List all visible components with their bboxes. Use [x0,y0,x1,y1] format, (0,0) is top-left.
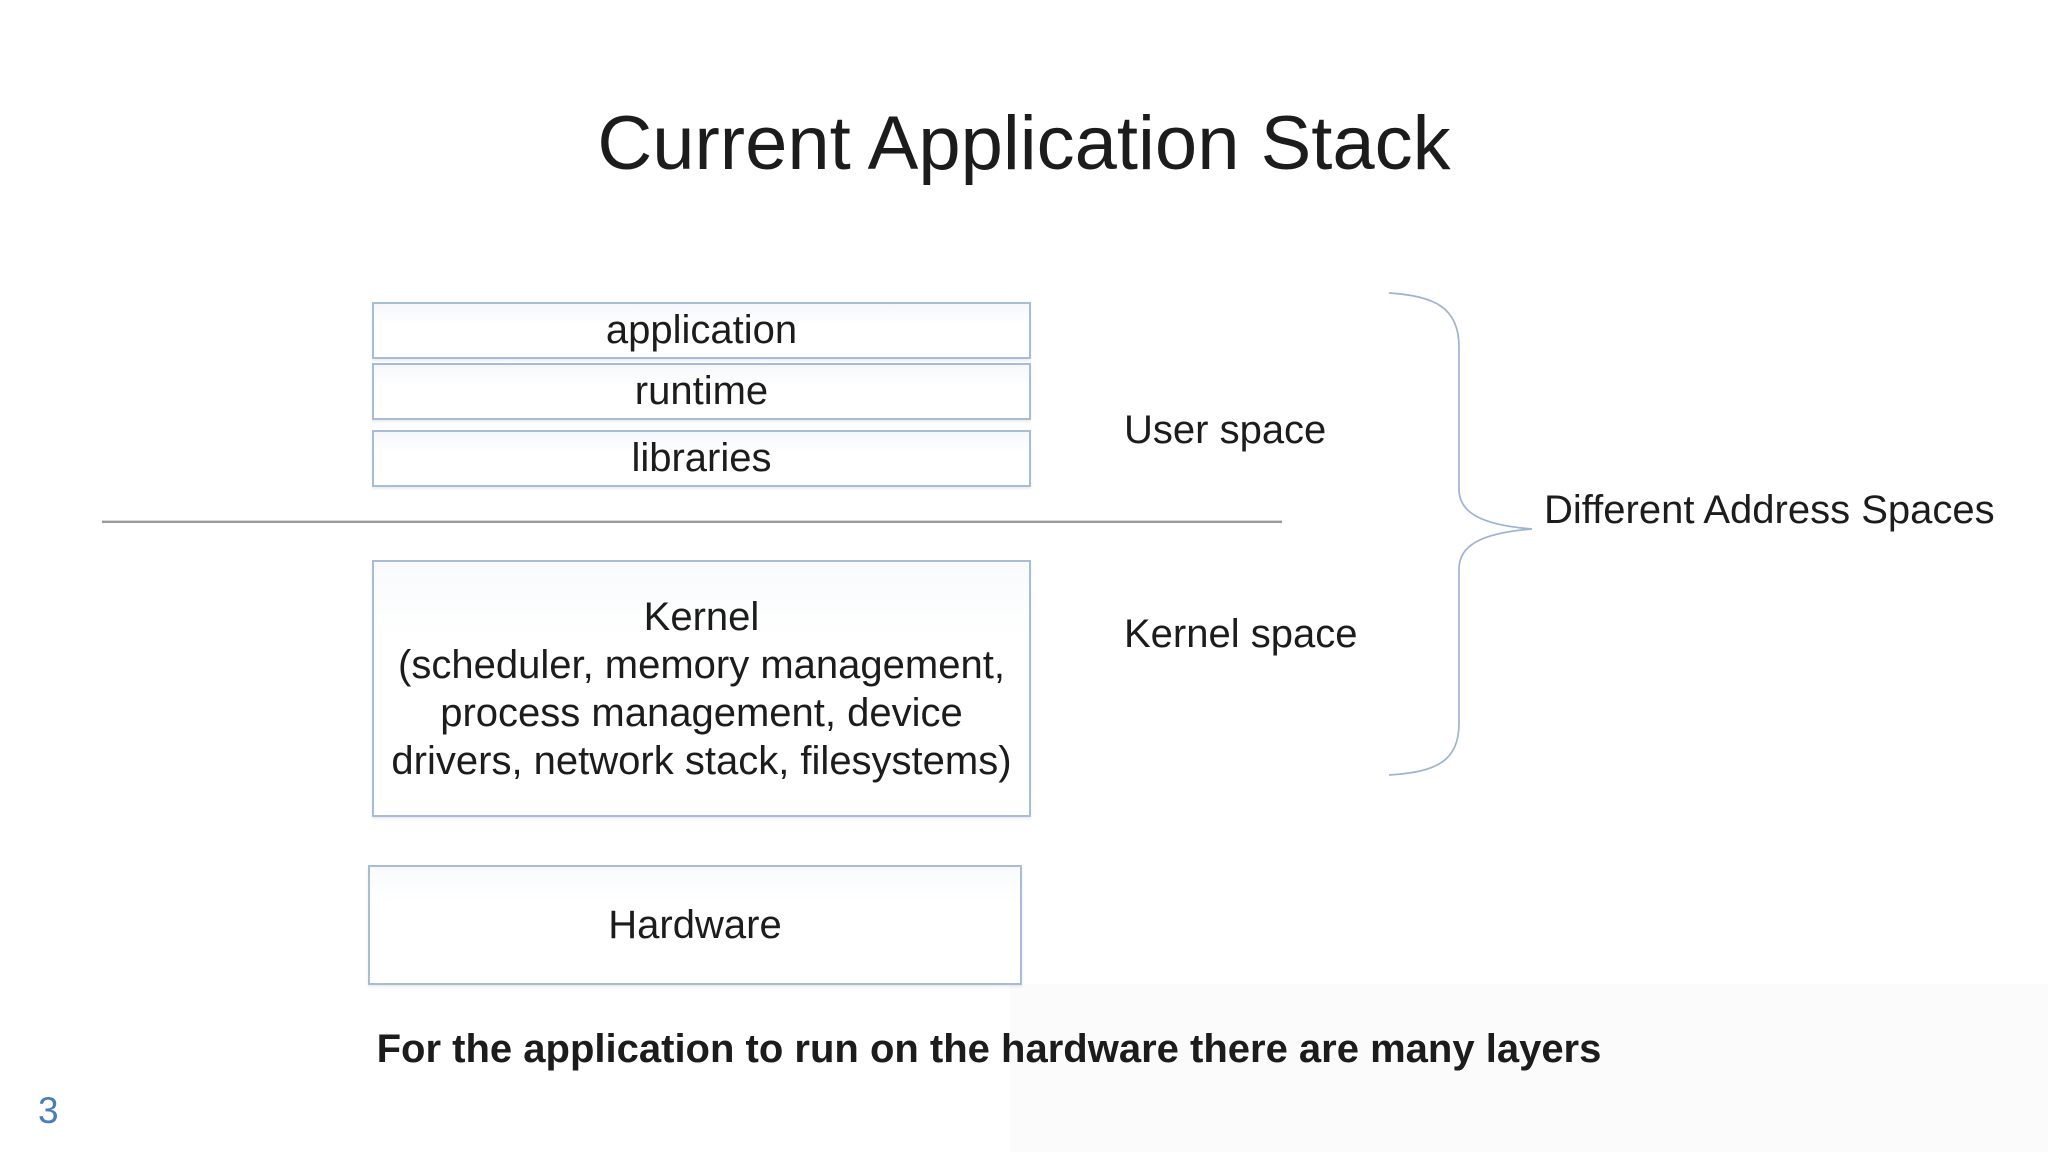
corner-shade [1010,984,2048,1152]
hardware-box: Hardware [368,865,1022,985]
application-box-label: application [605,308,798,352]
runtime-box: runtime [372,363,1031,420]
different-address-spaces-label: Different Address Spaces [1544,488,1995,532]
slide-title: Current Application Stack [597,101,1451,186]
runtime-box-label: runtime [634,369,769,413]
user-kernel-divider [102,520,1282,523]
user-space-label: User space [1124,408,1327,452]
application-box: application [372,302,1031,359]
curly-brace-path [1388,292,1533,776]
page-number: 3 [38,1090,59,1131]
kernel-space-label: Kernel space [1124,612,1358,656]
footer-note: For the application to run on the hardwa… [376,1027,1602,1071]
libraries-box: libraries [372,430,1031,487]
kernel-box-text: Kernel (scheduler, memory management, pr… [391,594,1012,783]
hardware-box-label: Hardware [608,902,782,947]
libraries-box-label: libraries [631,436,772,480]
kernel-box: Kernel (scheduler, memory management, pr… [372,560,1031,817]
